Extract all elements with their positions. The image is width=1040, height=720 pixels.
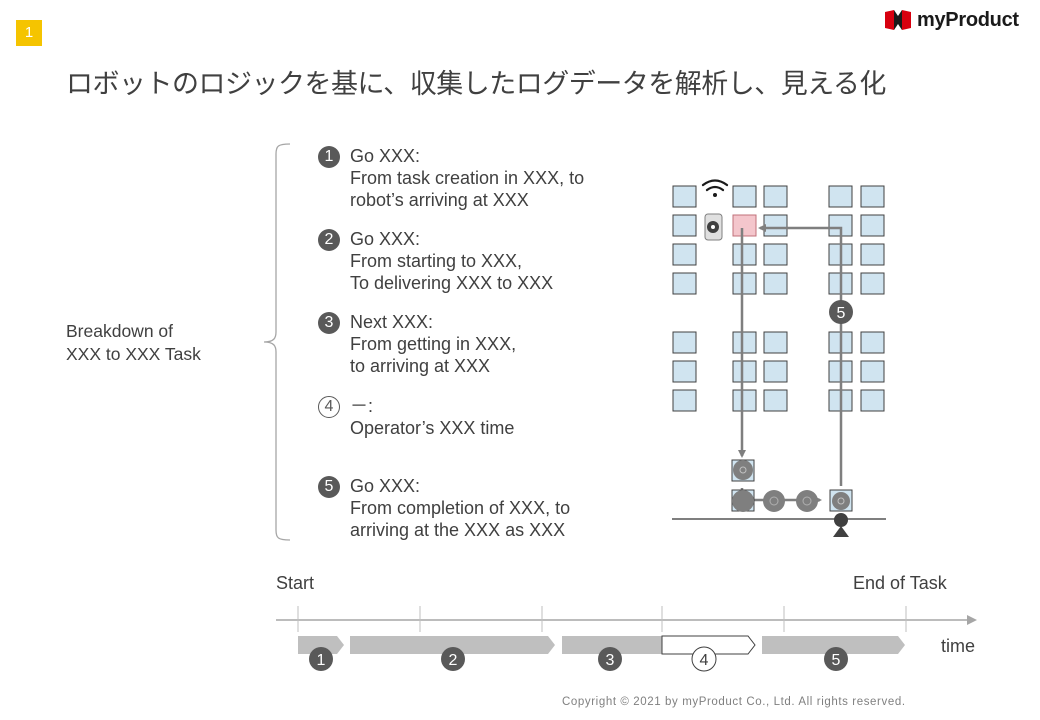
timeline-badge-3-label: 3 <box>606 652 615 669</box>
step-5-line1: Go XXX: <box>350 476 421 496</box>
robot-icon <box>796 490 818 512</box>
page-title: ロボットのロジックを基に、収集したログデータを解析し、見える化 <box>66 69 886 100</box>
route-5-badge <box>829 300 853 324</box>
page-number-badge: 1 <box>16 20 42 46</box>
timeline-badge-5 <box>824 647 848 671</box>
step-1-line3: robot’s arriving at XXX <box>350 190 529 210</box>
shelf-box <box>860 272 885 295</box>
step-4-text: －: Operator’s XXX time <box>350 395 514 439</box>
copyright-footer: Copyright © 2021 by myProduct Co., Ltd. … <box>562 696 906 708</box>
robot-icon <box>802 496 812 506</box>
breakdown-label: Breakdown of XXX to XXX Task <box>66 320 201 366</box>
step-5-line3: arriving at the XXX as XXX <box>350 520 566 540</box>
warehouse-map-diagram: 5 <box>672 179 886 537</box>
step-1-line1: Go XXX: <box>350 146 421 166</box>
target-shelf-highlight <box>732 214 757 237</box>
brand-name: myProduct <box>917 8 1019 31</box>
shelf-grid <box>672 185 885 412</box>
brace-bracket <box>263 143 291 541</box>
shelf-box <box>732 360 757 383</box>
shelf-box <box>732 331 757 354</box>
route-5-badge-label: 5 <box>837 305 846 322</box>
step-1-number-badge: 1 <box>318 146 340 168</box>
robot-icon <box>832 492 850 510</box>
timeline-badge-5-label: 5 <box>832 652 841 669</box>
shelf-box <box>672 272 697 295</box>
step-2-line1: Go XXX: <box>350 229 421 249</box>
timeline-start-label: Start <box>276 573 315 593</box>
shelf-box <box>763 331 788 354</box>
shelf-box <box>672 389 697 412</box>
step-3-number-badge: 3 <box>318 312 340 334</box>
step-2-number-badge: 2 <box>318 229 340 251</box>
step-1-line2: From task creation in XXX, to <box>350 168 585 188</box>
shelf-box <box>763 185 788 208</box>
timeline-badge-3 <box>598 647 622 671</box>
step-5-number-badge: 5 <box>318 476 340 498</box>
step-4-number-badge: 4 <box>318 396 340 418</box>
robot-icon <box>763 490 785 512</box>
timeline-segment-1 <box>298 636 344 654</box>
robot-icon <box>732 490 754 512</box>
step-2-line3: To delivering XXX to XXX <box>350 273 554 293</box>
robot-icon <box>837 497 845 505</box>
shelf-box <box>860 360 885 383</box>
timeline-segment-2 <box>350 636 555 654</box>
timeline-end-label: End of Task <box>853 573 947 593</box>
timeline-badge-2-label: 2 <box>449 652 458 669</box>
shelf-box <box>672 360 697 383</box>
timeline-badge-2 <box>441 647 465 671</box>
timeline-badge-1-label: 1 <box>317 652 326 669</box>
timeline-badge-4 <box>691 646 717 672</box>
timeline-axis-label: time <box>941 636 976 656</box>
step-2-text: Go XXX: From starting to XXX, To deliver… <box>350 228 553 294</box>
route-arrow-return <box>758 224 843 486</box>
timeline-badge-4-label: 4 <box>700 652 709 669</box>
step-2-line2: From starting to XXX, <box>350 251 523 271</box>
shelf-box <box>732 185 757 208</box>
shelf-box <box>763 214 788 237</box>
shelf-box <box>732 272 757 295</box>
timeline-badge-1 <box>309 647 333 671</box>
shelf-box <box>672 243 697 266</box>
timeline-segment-4 <box>661 635 756 655</box>
shelf-box <box>672 185 697 208</box>
step-4-line2: Operator’s XXX time <box>350 418 515 438</box>
queued-robots <box>731 459 853 512</box>
step-4-line1: －: <box>350 396 374 416</box>
shelf-box <box>672 331 697 354</box>
shelf-box <box>732 243 757 266</box>
shelf-box <box>672 214 697 237</box>
step-1-text: Go XXX: From task creation in XXX, to ro… <box>350 145 584 211</box>
step-3-line3: to arriving at XXX <box>350 356 491 376</box>
step-3-text: Next XXX: From getting in XXX, to arrivi… <box>350 311 516 377</box>
step-3-line1: Next XXX: <box>350 312 434 332</box>
shelf-box <box>763 243 788 266</box>
shelf-box <box>860 214 885 237</box>
shelf-box <box>860 389 885 412</box>
brand-mark-icon <box>885 10 911 30</box>
shelf-box <box>860 331 885 354</box>
robot-icon <box>733 460 753 480</box>
active-robot-icon <box>704 213 723 241</box>
timeline-chart: 1 2 3 4 5 <box>276 606 977 672</box>
shelf-box <box>763 272 788 295</box>
shelf-box <box>828 185 853 208</box>
shelf-box <box>732 389 757 412</box>
breakdown-label-line1: Breakdown of <box>66 321 174 341</box>
step-5-line2: From completion of XXX, to <box>350 498 571 518</box>
robot-icon <box>739 466 747 474</box>
shelf-box <box>860 243 885 266</box>
wifi-icon <box>701 179 729 197</box>
breakdown-label-line2: XXX to XXX Task <box>66 344 201 364</box>
step-5-text: Go XXX: From completion of XXX, to arriv… <box>350 475 570 541</box>
shelf-box <box>763 360 788 383</box>
step-3-line2: From getting in XXX, <box>350 334 517 354</box>
shelf-box <box>860 185 885 208</box>
timeline-segment-5 <box>762 636 905 654</box>
brand-logo: myProduct <box>885 9 1019 31</box>
shelf-box <box>763 389 788 412</box>
robot-icon <box>769 496 779 506</box>
operator-icon <box>833 513 849 537</box>
